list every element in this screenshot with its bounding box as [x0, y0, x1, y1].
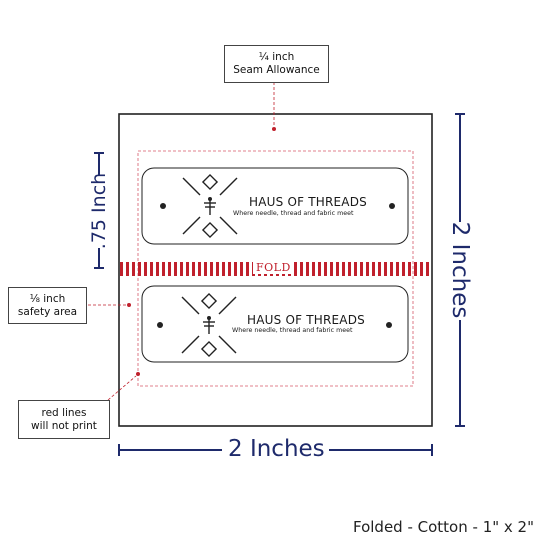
- redlines-leader-dot: [136, 372, 140, 376]
- label-bottom-left-hole: [157, 322, 163, 328]
- height-dimension-label: 2 Inches: [447, 221, 473, 319]
- label-bottom-right-hole: [386, 322, 392, 328]
- logo-mark-top: [182, 173, 238, 239]
- label-height-dimension-label: .75 Inch: [88, 172, 110, 250]
- fold-label: FOLD: [253, 261, 294, 274]
- seam-allowance-callout: ¼ inch Seam Allowance: [224, 45, 329, 83]
- diamond-icon: [201, 173, 219, 191]
- label-bottom-brand: HAUS OF THREADS: [247, 313, 365, 327]
- seam-leader-dot: [272, 127, 276, 131]
- label-bottom-tagline: Where needle, thread and fabric meet: [232, 327, 353, 334]
- safety-area-callout: ⅛ inch safety area: [8, 287, 87, 324]
- label-top-right-hole: [389, 203, 395, 209]
- red-lines-callout: red lines will not print: [18, 400, 110, 439]
- label-top-tagline: Where needle, thread and fabric meet: [233, 210, 354, 217]
- height-dimension: [455, 113, 465, 427]
- dragonfly-icon: [203, 315, 215, 334]
- diamond-icon: [200, 340, 218, 358]
- width-dimension: [118, 444, 433, 456]
- safety-leader-dot: [127, 303, 131, 307]
- label-top-left-hole: [160, 203, 166, 209]
- diamond-icon: [200, 292, 218, 310]
- label-top-brand: HAUS OF THREADS: [249, 195, 367, 209]
- dragonfly-icon: [204, 196, 216, 215]
- diamond-icon: [201, 221, 219, 239]
- redlines-leader: [107, 375, 137, 401]
- width-dimension-label: 2 Inches: [228, 436, 325, 462]
- label-height-dimension: [94, 152, 104, 269]
- logo-mark-bottom: [181, 292, 237, 358]
- product-footer: Folded - Cotton - 1" x 2": [352, 518, 534, 536]
